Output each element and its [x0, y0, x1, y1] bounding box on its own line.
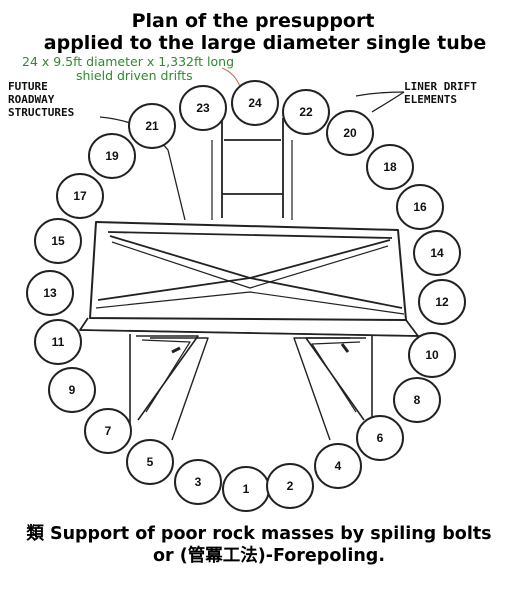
- drift-number: 7: [105, 424, 112, 438]
- caption-line2: or (管冪工法)-Forepoling.: [153, 546, 385, 566]
- drift-circle: [84, 408, 132, 454]
- drift-number: 21: [145, 119, 159, 133]
- drift-note-line1: 24 x 9.5ft diameter x 1,332ft long: [22, 54, 235, 69]
- drift-element-17: 17: [56, 173, 104, 219]
- drift-circle: [128, 103, 176, 149]
- drift-circle: [26, 270, 74, 316]
- drift-circle: [34, 319, 82, 365]
- drift-circle: [396, 184, 444, 230]
- drift-number: 15: [51, 234, 65, 248]
- drift-element-8: 8: [393, 377, 441, 423]
- drift-circle: [326, 110, 374, 156]
- drift-number: 2: [287, 479, 294, 493]
- drift-number: 23: [196, 101, 210, 115]
- drift-circle: [231, 80, 279, 126]
- future-label-line1: FUTURE: [8, 80, 48, 93]
- drift-circle: [88, 133, 136, 179]
- drift-number: 22: [299, 105, 313, 119]
- drift-number: 4: [335, 459, 342, 473]
- drift-number: 1: [243, 482, 250, 496]
- drift-number: 11: [52, 335, 65, 349]
- drift-element-24: 24: [231, 80, 279, 126]
- drift-number: 5: [147, 455, 154, 469]
- liner-drift-label: LINER DRIFT ELEMENTS: [404, 80, 477, 106]
- drift-circle: [356, 415, 404, 461]
- drift-circle: [56, 173, 104, 219]
- future-label-line2: ROADWAY: [8, 93, 55, 106]
- drift-number: 3: [195, 475, 202, 489]
- drift-element-14: 14: [413, 230, 461, 276]
- liner-leader-line-2: [371, 91, 405, 113]
- drift-element-11: 11: [34, 319, 82, 365]
- drift-circle: [126, 439, 174, 485]
- drift-element-20: 20: [326, 110, 374, 156]
- drift-element-1: 1: [222, 466, 270, 512]
- drift-circle: [174, 459, 222, 505]
- future-label-line3: STRUCTURES: [8, 106, 75, 119]
- drift-number: 24: [248, 96, 262, 110]
- drift-circle: [266, 463, 314, 509]
- drift-element-23: 23: [179, 85, 227, 131]
- drift-circle: [366, 144, 414, 190]
- drift-element-5: 5: [126, 439, 174, 485]
- upper-shaft: [211, 118, 293, 220]
- drift-number: 10: [425, 348, 439, 362]
- drift-number: 13: [43, 286, 57, 300]
- drift-element-2: 2: [266, 463, 314, 509]
- drift-note-line2: shield driven drifts: [76, 68, 193, 83]
- drift-number: 14: [430, 246, 444, 260]
- drift-circle: [393, 377, 441, 423]
- drift-element-4: 4: [314, 443, 362, 489]
- drift-circle: [282, 89, 330, 135]
- drift-number: 18: [383, 160, 397, 174]
- drift-element-21: 21: [128, 103, 176, 149]
- drift-element-9: 9: [48, 367, 96, 413]
- drift-element-10: 10: [408, 332, 456, 378]
- drift-element-16: 16: [396, 184, 444, 230]
- cavern-structure: [79, 221, 421, 441]
- drift-number: 20: [343, 126, 357, 140]
- liner-leader-line-1: [355, 91, 405, 97]
- caption-line1: 類 Support of poor rock masses by spiling…: [26, 524, 492, 544]
- drift-element-15: 15: [34, 218, 82, 264]
- drift-element-3: 3: [174, 459, 222, 505]
- drift-number: 6: [377, 431, 384, 445]
- drift-circle: [408, 332, 456, 378]
- drift-number: 19: [105, 149, 119, 163]
- drift-number: 8: [414, 393, 421, 407]
- drift-number: 12: [435, 295, 449, 309]
- drift-circle: [179, 85, 227, 131]
- drift-circle: [48, 367, 96, 413]
- drift-circle: [418, 279, 466, 325]
- liner-label-line2: ELEMENTS: [404, 93, 457, 106]
- drift-element-7: 7: [84, 408, 132, 454]
- drift-element-18: 18: [366, 144, 414, 190]
- diagram-title-line1: Plan of the presupport: [131, 10, 375, 32]
- drift-number: 16: [413, 200, 427, 214]
- future-roadway-label: FUTURE ROADWAY STRUCTURES: [8, 80, 74, 119]
- drift-number: 17: [73, 189, 87, 203]
- drift-element-12: 12: [418, 279, 466, 325]
- drift-circle: [34, 218, 82, 264]
- drift-element-6: 6: [356, 415, 404, 461]
- drift-circle: [413, 230, 461, 276]
- drift-circle: [314, 443, 362, 489]
- drift-element-22: 22: [282, 89, 330, 135]
- liner-label-line1: LINER DRIFT: [404, 80, 477, 93]
- note-leader-line: [221, 67, 241, 87]
- drift-element-19: 19: [88, 133, 136, 179]
- diagram-title-line2: applied to the large diameter single tub…: [43, 32, 487, 54]
- drift-element-13: 13: [26, 270, 74, 316]
- drift-number: 9: [69, 383, 76, 397]
